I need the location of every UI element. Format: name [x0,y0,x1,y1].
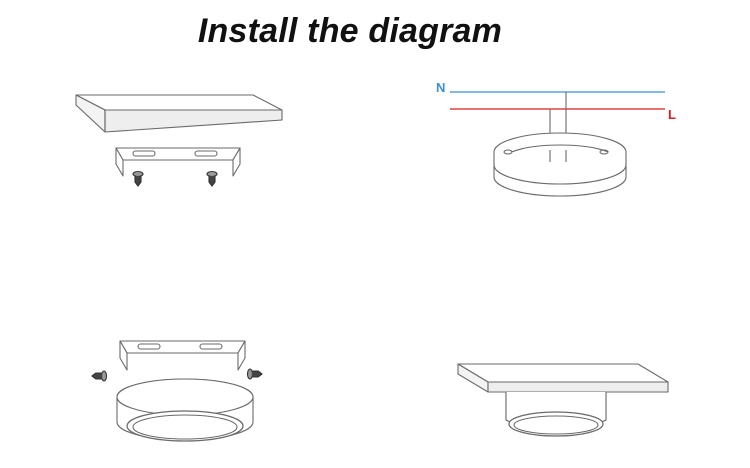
step1-bracket-to-ceiling [75,94,283,187]
step3-fix-bracket-to-fixture [91,340,263,442]
fixture-body-icon [116,378,254,442]
live-label: L [668,107,676,122]
fixture-body-icon [505,391,607,437]
screw-icon [246,368,263,380]
fixture-ring-icon [493,132,627,197]
mounting-bracket-icon [119,340,246,371]
mounting-bracket-icon [115,147,241,177]
screw-icon [206,170,218,187]
screw-icon [132,170,144,187]
neutral-label: N [436,80,445,95]
diagram-title: Install the diagram [197,12,503,50]
ceiling-board-icon [457,363,669,393]
ceiling-board-icon [75,94,283,133]
step2-connect-wires: N L [436,80,676,197]
step4-mount-to-ceiling [457,363,669,437]
screw-icon [91,370,108,382]
